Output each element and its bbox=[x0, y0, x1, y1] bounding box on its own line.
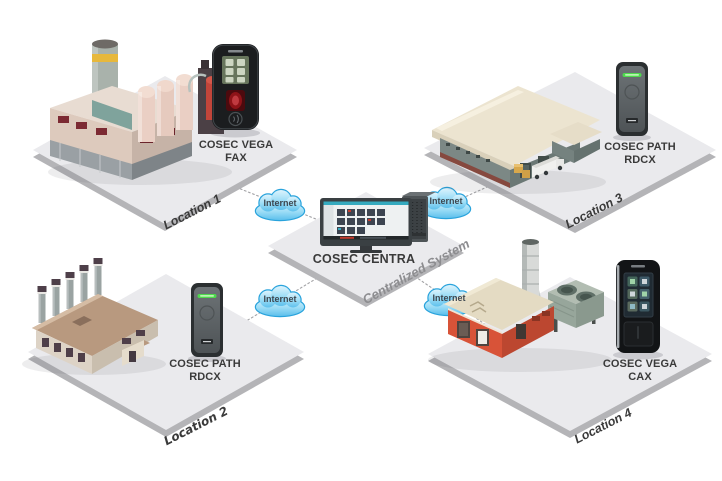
building-factory-chimneys bbox=[22, 258, 166, 375]
cosec-centra-label: COSEC CENTRA bbox=[312, 252, 416, 266]
device-label-line1: COSEC PATH bbox=[604, 141, 676, 153]
cosec-centra-workstation bbox=[320, 192, 436, 253]
device-cosec-path-rdcx-location-2 bbox=[187, 282, 227, 363]
device-cosec-vega-fax bbox=[210, 44, 260, 138]
device-cosec-vega-cax bbox=[613, 260, 663, 360]
cax-screen-icons bbox=[627, 276, 650, 312]
device-label-line1: COSEC VEGA bbox=[602, 358, 678, 370]
internet-cloud-label-3: Internet bbox=[429, 196, 463, 206]
device-label-location-3: COSEC PATH RDCX bbox=[579, 141, 701, 166]
device-label-line2: RDCX bbox=[624, 153, 656, 166]
device-label-location-2: COSEC PATH RDCX bbox=[144, 358, 266, 383]
dashboard-tiles bbox=[337, 209, 385, 234]
device-label-location-4: COSEC VEGA CAX bbox=[579, 358, 701, 383]
card-reader-symbol bbox=[228, 111, 243, 127]
device-label-line2: FAX bbox=[225, 151, 247, 164]
plant-silos bbox=[138, 74, 193, 142]
factory-chimneys bbox=[37, 258, 103, 323]
warehouse-boxes bbox=[514, 164, 530, 178]
monitor bbox=[320, 198, 412, 253]
device-label-line1: COSEC VEGA bbox=[198, 139, 274, 151]
device-label-line2: RDCX bbox=[189, 370, 221, 383]
building-red-factory bbox=[428, 239, 612, 372]
internet-cloud-label-2: Internet bbox=[263, 294, 297, 304]
monitor-screen bbox=[323, 201, 409, 240]
internet-cloud-label-1: Internet bbox=[263, 198, 297, 208]
device-label-line1: COSEC PATH bbox=[169, 358, 241, 370]
device-label-location-1: COSEC VEGA FAX bbox=[175, 139, 297, 164]
building-warehouse bbox=[430, 86, 606, 194]
fax-screen-icons bbox=[225, 59, 245, 83]
device-label-line2: CAX bbox=[628, 370, 652, 383]
device-cosec-path-rdcx-location-3 bbox=[612, 61, 652, 142]
warehouse-truck bbox=[532, 156, 564, 180]
internet-cloud-label-4: Internet bbox=[432, 293, 466, 303]
